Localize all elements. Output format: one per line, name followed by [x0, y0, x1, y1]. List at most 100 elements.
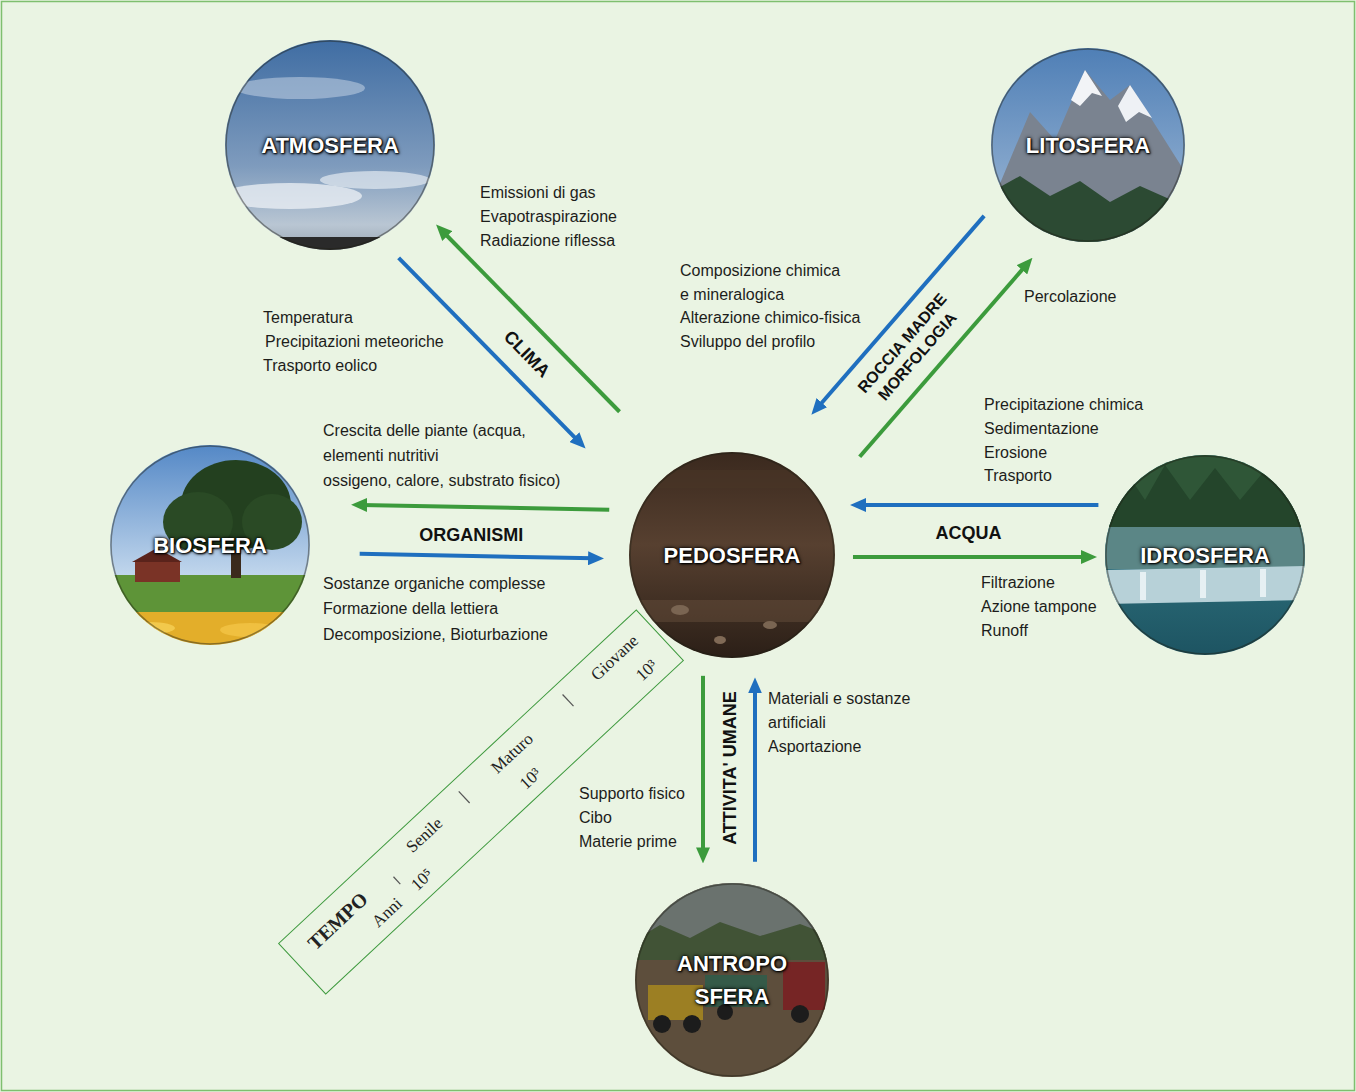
- soil: [629, 452, 835, 658]
- flow-note: artificiali: [768, 713, 826, 733]
- flow-note: Erosione: [984, 443, 1047, 463]
- edge-label: ACQUA: [936, 523, 1002, 543]
- stone: [714, 636, 726, 644]
- flow-arrow: [853, 555, 1087, 559]
- sphere-name: ANTROPO SFERA: [657, 947, 807, 1013]
- flow-arrow: [443, 232, 619, 412]
- flow-note: Trasporto: [984, 466, 1052, 486]
- time-scale-text: 10⁵: [407, 865, 437, 895]
- flow-note: Percolazione: [1024, 287, 1117, 307]
- flow-note: Supporto fisico: [579, 784, 685, 804]
- soil-picture: [629, 452, 835, 658]
- sphere-circle: ATMOSFERA: [225, 40, 435, 250]
- time-scale-text: Anni: [368, 894, 407, 932]
- flow-note: Sostanze organiche complesse: [323, 574, 545, 594]
- flow-note: Alterazione chimico-fisica: [680, 308, 861, 328]
- foam: [1140, 572, 1146, 600]
- edge-label: ATTIVITA' UMANE: [720, 691, 740, 845]
- flow-note: Asportazione: [768, 737, 861, 757]
- cloud: [320, 171, 430, 189]
- sphere-name: LITOSFERA: [1026, 129, 1150, 162]
- barn: [135, 562, 180, 582]
- flow-note: Filtrazione: [981, 573, 1055, 593]
- flow-arrow: [361, 505, 609, 510]
- sphere-rim: [1106, 456, 1304, 654]
- edge-label: CLIMA: [500, 326, 554, 381]
- forest: [1105, 465, 1305, 527]
- cloud: [235, 77, 365, 99]
- sphere-circle: IDROSFERA: [1105, 455, 1305, 655]
- flow-note: Trasporto eolico: [263, 356, 377, 376]
- forest: [991, 176, 1185, 242]
- sphere-rim: [630, 453, 834, 657]
- flow-note: Emissioni di gas: [480, 183, 596, 203]
- sphere-rim: [992, 49, 1184, 241]
- mountain: [991, 70, 1185, 242]
- flow-note: e mineralogica: [680, 285, 784, 305]
- foam: [1260, 569, 1266, 597]
- waterfall: [1105, 566, 1305, 604]
- shade: [635, 883, 829, 1077]
- sphere-rim: [111, 446, 309, 644]
- sky: [110, 445, 310, 585]
- time-scale-text: Giovane: [587, 631, 643, 685]
- flow-arrow: [860, 503, 1098, 507]
- time-scale-text: 10³: [632, 656, 662, 686]
- flow-note: Radiazione riflessa: [480, 231, 615, 251]
- ground: [635, 883, 829, 1077]
- flow-note: Azione tampone: [981, 597, 1097, 617]
- flow-note: Cibo: [579, 808, 612, 828]
- sky-picture: [218, 40, 435, 252]
- sky: [991, 48, 1185, 242]
- sphere-circle: LITOSFERA: [991, 48, 1185, 242]
- stone: [763, 621, 777, 629]
- sphere-rim: [636, 884, 828, 1076]
- flow-arrow: [360, 554, 594, 558]
- flow-note: Precipitazioni meteoriche: [265, 332, 444, 352]
- sphere-outline: [635, 883, 829, 1077]
- sphere-name: ATMOSFERA: [261, 129, 399, 162]
- flow-note: Formazione della lettiera: [323, 599, 498, 619]
- snow: [1118, 85, 1152, 122]
- flow-note: elementi nutritivi: [323, 446, 439, 466]
- sphere-name: PEDOSFERA: [664, 539, 801, 572]
- tick: [393, 877, 400, 884]
- mountain-picture: [991, 48, 1185, 242]
- flow-note: Decomposizione, Bioturbazione: [323, 625, 548, 645]
- flow-note: Temperatura: [263, 308, 353, 328]
- flow-note: Evapotraspirazione: [480, 207, 617, 227]
- flowers: [110, 612, 310, 647]
- flow-note: Crescita delle piante (acqua,: [323, 421, 526, 441]
- edge-label: ORGANISMI: [419, 525, 523, 545]
- flow-note: Materiali e sostanze: [768, 689, 910, 709]
- time-scale-text: 10³: [516, 764, 546, 794]
- time-scale-text: TEMPO: [304, 888, 371, 953]
- soil-horizon: [629, 470, 835, 488]
- flow-arrow: [753, 687, 757, 861]
- edge-label: ROCCIA MADRE MORFOLOGIA: [851, 286, 970, 414]
- snow: [1071, 70, 1102, 106]
- tick: [459, 791, 470, 803]
- sphere-circle: ANTROPO SFERA: [635, 883, 829, 1077]
- time-ticks: [381, 694, 581, 884]
- flow-note: Sviluppo del profilo: [680, 332, 815, 352]
- flow-note: Runoff: [981, 621, 1028, 641]
- flow-note: Composizione chimica: [680, 261, 840, 281]
- sky: [225, 40, 435, 250]
- flow-note: Sedimentazione: [984, 419, 1099, 439]
- horizon: [225, 237, 435, 252]
- landscape-picture: [110, 445, 310, 647]
- river-picture: [1105, 455, 1305, 655]
- sphere-circle: PEDOSFERA: [629, 452, 835, 658]
- tick: [563, 694, 574, 706]
- soil-horizon: [629, 600, 835, 622]
- worksite-picture: [635, 883, 829, 1077]
- time-scale-text: Senile: [402, 814, 447, 858]
- stone: [671, 605, 689, 615]
- forest: [1105, 455, 1305, 527]
- sphere-rim: [226, 41, 434, 249]
- foam: [1200, 570, 1206, 598]
- flow-arrow: [701, 676, 705, 854]
- water: [1105, 455, 1305, 655]
